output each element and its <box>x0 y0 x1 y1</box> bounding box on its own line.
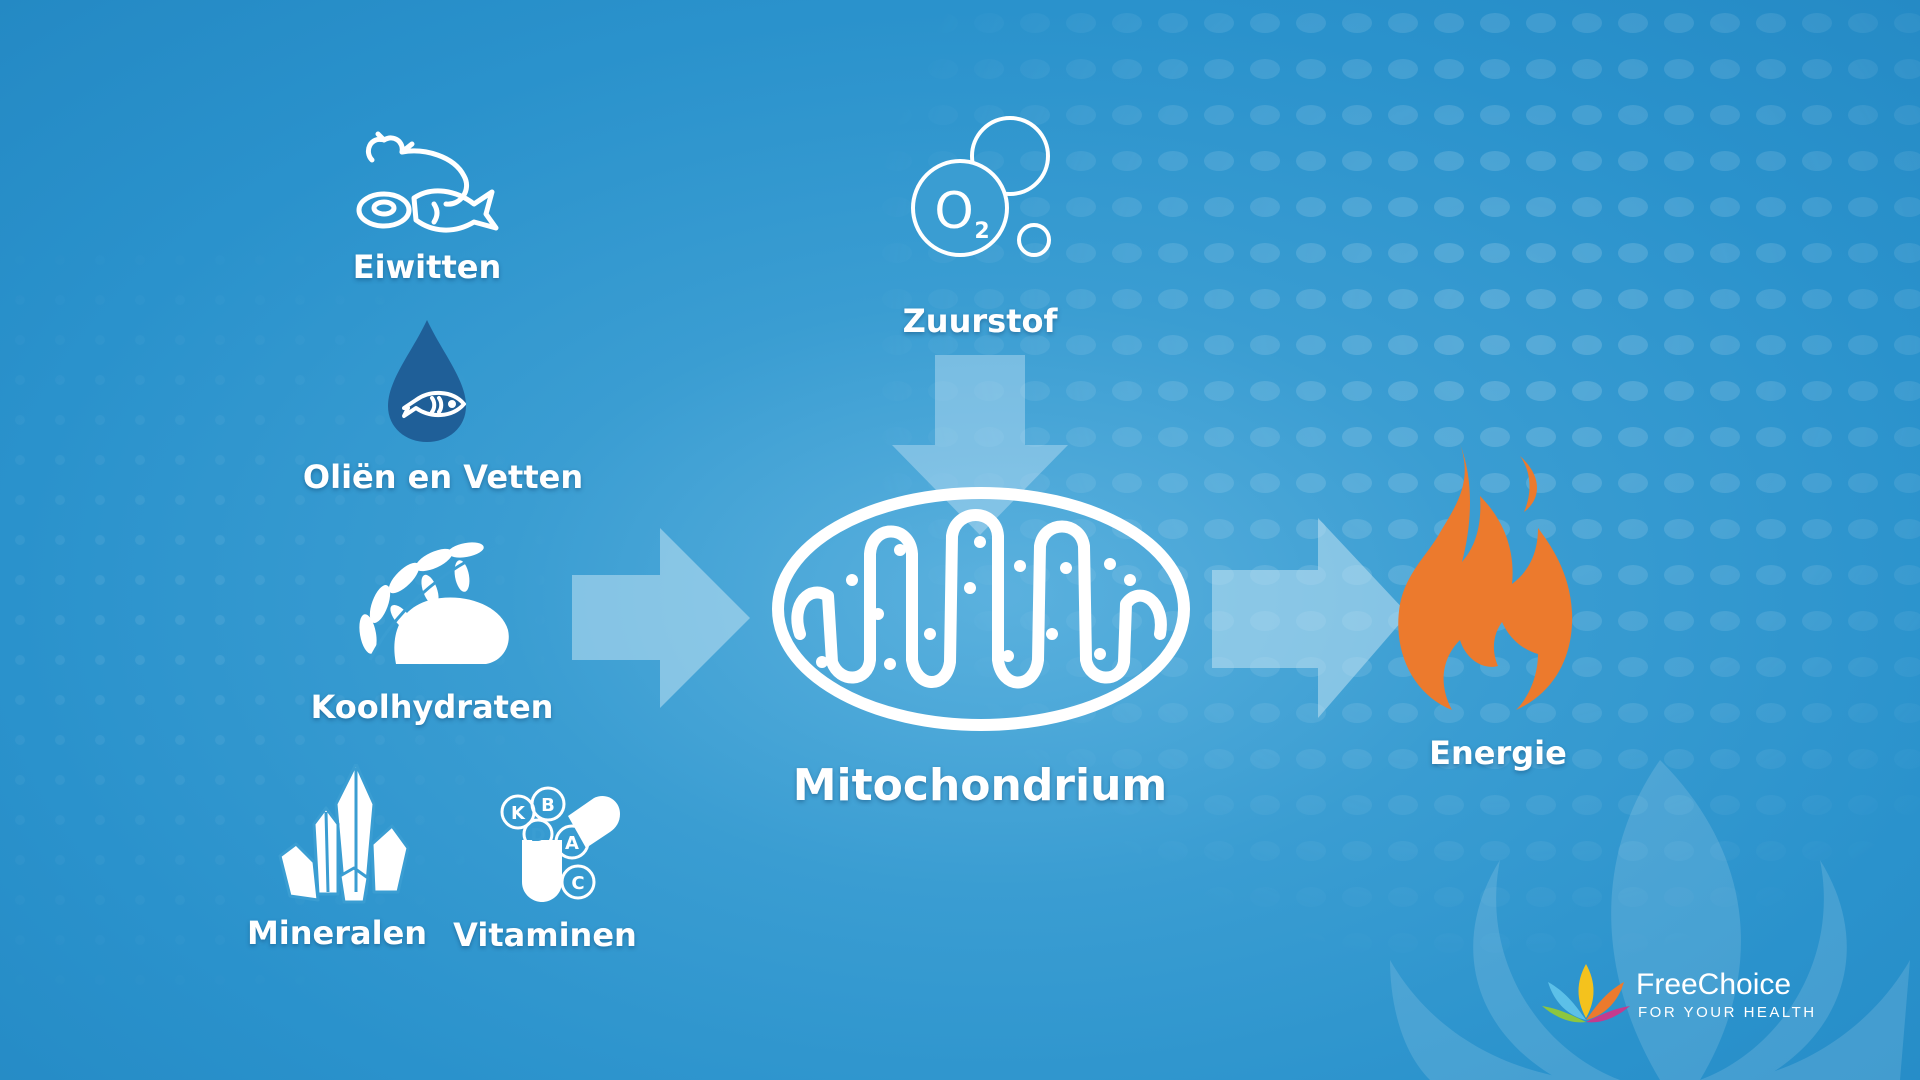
mitochondrion-icon <box>772 487 1190 731</box>
oxygen-bubbles-icon: O 2 <box>911 116 1051 257</box>
vitamin-letter-d: D <box>531 825 546 846</box>
vitamin-pills-icon: K B D A C <box>500 786 620 902</box>
label-mineralen: Mineralen <box>246 914 428 952</box>
vitamin-letter-c: C <box>571 873 584 894</box>
flame-icon <box>1398 444 1573 710</box>
brand-name: FreeChoice <box>1636 968 1792 1001</box>
lotus-logo-icon <box>1542 964 1630 1023</box>
label-zuurstof: Zuurstof <box>902 302 1058 340</box>
label-energie: Energie <box>1429 734 1567 772</box>
label-mitochondrium: Mitochondrium <box>792 760 1168 811</box>
label-olien-en-vetten: Oliën en Vetten <box>302 458 584 496</box>
label-vitaminen: Vitaminen <box>453 916 637 954</box>
vitamin-letter-a: A <box>565 833 579 854</box>
wheat-bread-icon <box>359 542 509 664</box>
brand-tagline: FOR YOUR HEALTH <box>1638 1004 1817 1021</box>
oxygen-subscript: 2 <box>974 219 989 244</box>
oil-drop-fish-icon <box>388 320 466 442</box>
label-koolhydraten: Koolhydraten <box>310 688 554 726</box>
label-eiwitten: Eiwitten <box>352 248 502 286</box>
oxygen-symbol: O <box>934 182 973 240</box>
arrow-inputs-to-mitochondrium <box>572 528 750 708</box>
vitamin-letter-k: K <box>511 803 526 824</box>
crystals-icon <box>278 764 410 904</box>
arrow-mitochondrium-to-energie <box>1212 518 1408 718</box>
vitamin-letter-b: B <box>541 795 555 816</box>
meat-chicken-fish-icon <box>356 131 499 233</box>
